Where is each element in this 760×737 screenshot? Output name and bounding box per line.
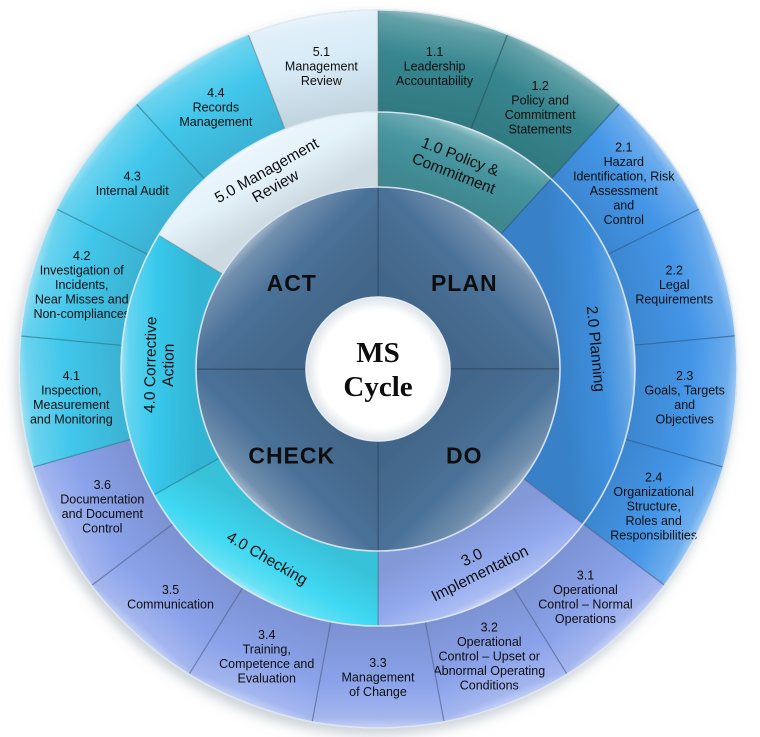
- ring-gap-circle: [18, 9, 738, 729]
- inner-quadrant-label-plan: PLAN: [431, 270, 498, 296]
- inner-quadrant-label-act: ACT: [267, 270, 317, 296]
- ring-gap-circle: [120, 111, 636, 627]
- ring-gap-circle: [305, 296, 451, 442]
- middle-segment-3.0: 3.0Implementation: [377, 478, 584, 627]
- inner-quadrant-label-do: DO: [446, 442, 483, 468]
- middle-segment-4.0-corrective: 4.0 CorrectiveAction: [120, 234, 224, 496]
- middle-segment-1.0: 1.0 Policy &Commitment: [377, 111, 552, 236]
- ring-gap-circle: [195, 186, 561, 552]
- middle-segment-label-4.0-corrective: 4.0 CorrectiveAction: [142, 316, 179, 413]
- inner-quadrant-label-check: CHECK: [248, 442, 335, 468]
